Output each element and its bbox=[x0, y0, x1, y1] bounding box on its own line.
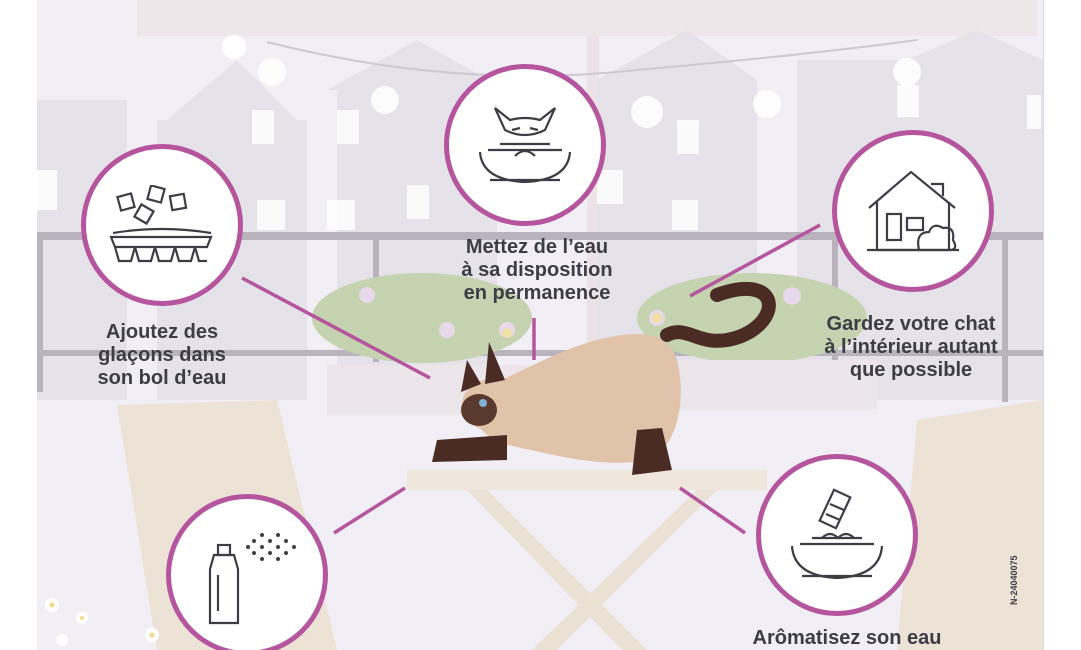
indoor-tip-circle bbox=[832, 130, 994, 292]
tip-indoor-text: Gardez votre chat à l’intérieur autant q… bbox=[824, 313, 998, 381]
spray-tip-circle bbox=[166, 494, 328, 650]
left-margin bbox=[0, 0, 38, 650]
reference-code: N-24040075 bbox=[1009, 555, 1019, 605]
right-margin bbox=[1043, 0, 1081, 650]
tip-ice-text: Ajoutez des glaçons dans son bol d’eau bbox=[97, 321, 227, 389]
tip-flavor-text: Arômatisez son eau bbox=[752, 627, 942, 649]
water-tip-circle bbox=[444, 64, 606, 226]
flavor-tip-circle bbox=[756, 454, 918, 616]
cat-illustration bbox=[432, 282, 776, 475]
ice-cubes-icon bbox=[109, 185, 213, 263]
house-icon bbox=[867, 170, 959, 252]
cat-drinking-bowl-icon bbox=[478, 107, 572, 184]
tip-water-text: Mettez de l’eau à sa disposition en perm… bbox=[461, 236, 613, 304]
spray-bottle-icon bbox=[208, 533, 296, 625]
balcony-scene: Ajoutez des glaçons dans son bol d’eau M… bbox=[37, 0, 1043, 650]
ice-cubes-tip-circle bbox=[81, 144, 243, 306]
flavored-water-bowl-icon bbox=[790, 487, 884, 579]
